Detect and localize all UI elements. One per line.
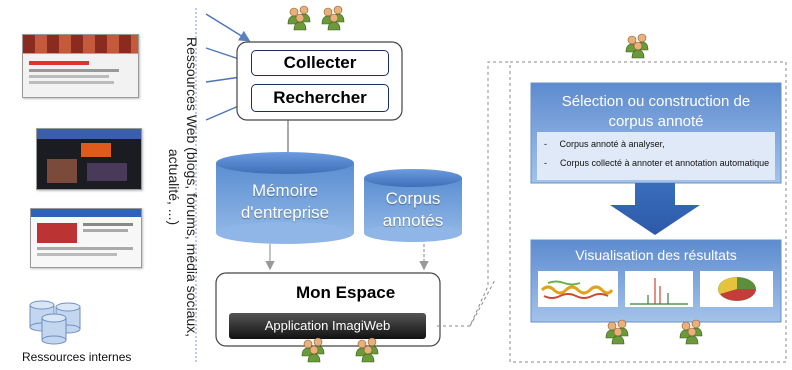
workspace-to-panel-line — [437, 61, 510, 327]
app-bar — [229, 313, 426, 339]
bullet-2-text: Corpus collecté à annoter et annotation … — [560, 158, 770, 168]
annotated-corpora-label: Corpus annotés — [382, 189, 444, 230]
web-screenshot-1 — [22, 34, 139, 98]
selection-title: Sélection ou construction de corpus anno… — [561, 93, 751, 130]
memory-cylinder — [216, 152, 354, 244]
enterprise-memory-label: Mémoire d'entreprise — [240, 181, 330, 222]
web-resources-label: Ressources Web (blogs, forums, média soc… — [166, 36, 200, 338]
database-icon — [29, 300, 81, 345]
right-panel-border — [509, 61, 787, 363]
collect-button[interactable]: Collecter — [251, 50, 389, 76]
result-thumb-2-graph — [630, 278, 688, 305]
big-down-arrow — [610, 183, 700, 235]
result-thumb-1-graph — [540, 280, 614, 299]
selection-bullets-box — [537, 132, 775, 180]
web-screenshot-2 — [36, 128, 142, 190]
search-button[interactable]: Rechercher — [251, 84, 389, 112]
internal-resources-label: Ressources internes — [22, 350, 132, 364]
result-thumb-2 — [625, 271, 693, 307]
app-button[interactable]: Application ImagiWeb — [264, 318, 391, 333]
results-title: Visualisation des résultats — [575, 247, 737, 263]
web-screenshot-3 — [30, 208, 142, 268]
bullet-1: - Corpus annoté à analyser, — [544, 139, 665, 149]
workspace-title: Mon Espace — [296, 283, 396, 302]
result-thumb-3-pie — [718, 277, 756, 301]
corpus-cylinder — [364, 169, 462, 242]
bullet-2: - Corpus collecté à annoter et annotatio… — [544, 157, 772, 169]
bullet-1-text: Corpus annoté à analyser, — [559, 139, 665, 149]
